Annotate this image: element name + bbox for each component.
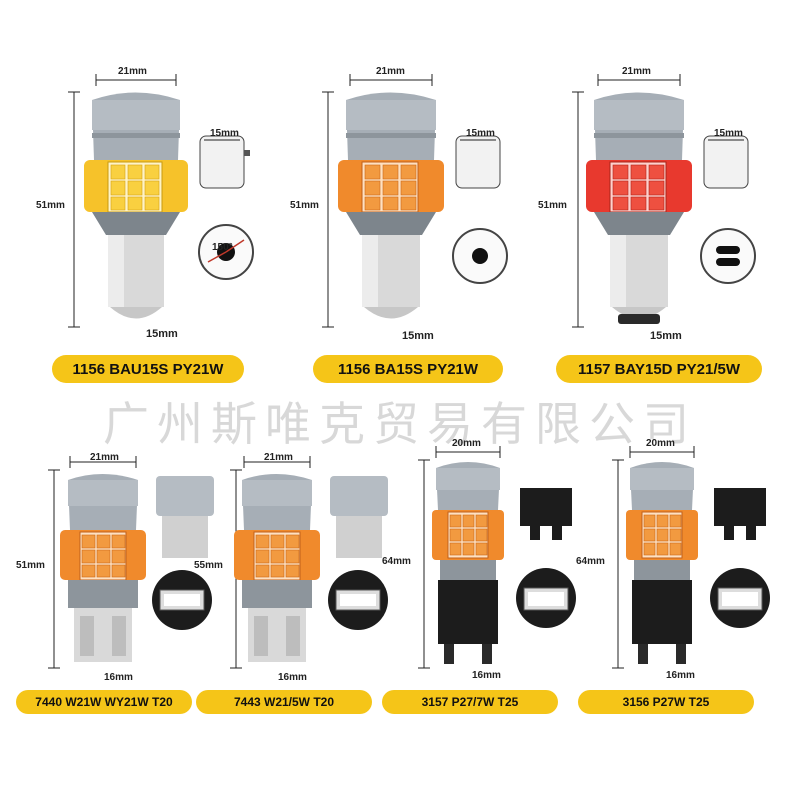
dim-top-width: 21mm bbox=[622, 66, 651, 77]
dim-top-width: 21mm bbox=[118, 66, 147, 77]
product-label: 7440 W21W WY21W T20 bbox=[16, 690, 192, 714]
dim-top-width: 21mm bbox=[376, 66, 405, 77]
dim-insert-width: 15mm bbox=[714, 128, 743, 139]
dim-top-width: 20mm bbox=[646, 438, 675, 449]
dim-base: 15mm bbox=[402, 330, 434, 342]
product-label: 7443 W21/5W T20 bbox=[196, 690, 372, 714]
product-label: 3156 P27W T25 bbox=[578, 690, 754, 714]
product-label: 1156 BAU15S PY21W bbox=[52, 355, 244, 383]
dim-top-width: 21mm bbox=[264, 452, 293, 463]
dim-base: 16mm bbox=[104, 672, 133, 683]
dim-height: 51mm bbox=[36, 200, 65, 211]
product-label: 1156 BA15S PY21W bbox=[313, 355, 503, 383]
dim-insert-width: 15mm bbox=[466, 128, 495, 139]
dim-height: 51mm bbox=[16, 560, 45, 571]
dim-height: 64mm bbox=[382, 556, 411, 567]
dim-base: 15mm bbox=[146, 328, 178, 340]
dim-base: 16mm bbox=[472, 670, 501, 681]
dim-height: 51mm bbox=[538, 200, 567, 211]
dim-height: 55mm bbox=[194, 560, 223, 571]
dim-insert-width: 15mm bbox=[210, 128, 239, 139]
dim-angle: 150° bbox=[212, 242, 233, 253]
dim-base: 16mm bbox=[278, 672, 307, 683]
product-label: 3157 P27/7W T25 bbox=[382, 690, 558, 714]
product-label: 1157 BAY15D PY21/5W bbox=[556, 355, 762, 383]
dim-base: 16mm bbox=[666, 670, 695, 681]
dim-height: 64mm bbox=[576, 556, 605, 567]
dim-height: 51mm bbox=[290, 200, 319, 211]
company-watermark: 广州斯唯克贸易有限公司 bbox=[103, 397, 697, 451]
dim-top-width: 21mm bbox=[90, 452, 119, 463]
dim-top-width: 20mm bbox=[452, 438, 481, 449]
dim-base: 15mm bbox=[650, 330, 682, 342]
